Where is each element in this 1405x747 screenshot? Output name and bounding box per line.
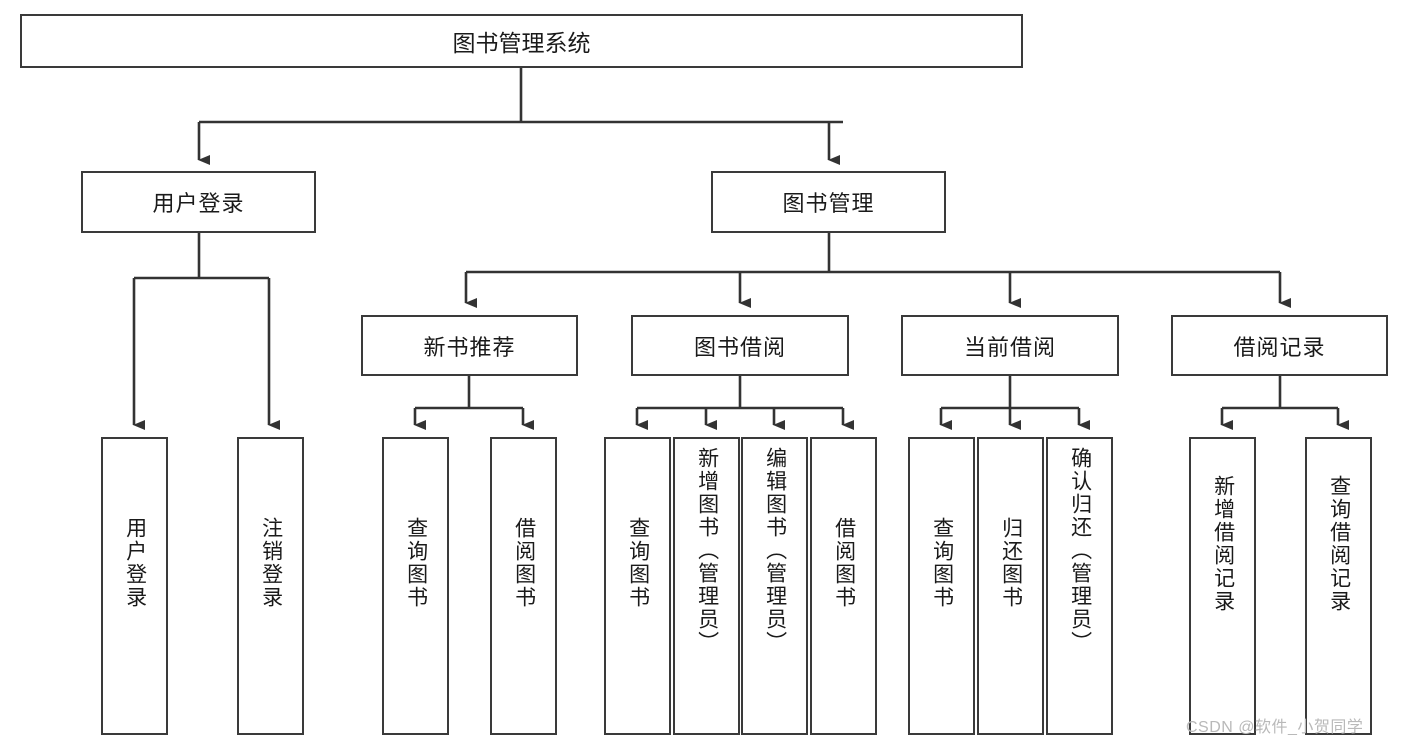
node-borrow-record[interactable]: 借阅记录 bbox=[1171, 315, 1388, 376]
node-borrow-record-label: 借阅记录 bbox=[1233, 334, 1326, 360]
leaf-user-login[interactable]: 用户登录 bbox=[101, 437, 168, 735]
leaf-query-book-1[interactable]: 查询图书 bbox=[382, 437, 449, 735]
leaf-borrow-book-1[interactable]: 借阅图书 bbox=[490, 437, 557, 735]
leaf-return-book-label: 归还图书 bbox=[999, 517, 1023, 609]
leaf-logout-label: 注销登录 bbox=[259, 517, 283, 609]
node-current-borrow[interactable]: 当前借阅 bbox=[901, 315, 1119, 376]
leaf-borrow-book-2-label: 借阅图书 bbox=[832, 517, 856, 609]
leaf-confirm-return-admin-label: 确认归还（管理员） bbox=[1068, 447, 1092, 654]
leaf-user-login-label: 用户登录 bbox=[123, 517, 147, 609]
leaf-query-book-3-label: 查询图书 bbox=[930, 517, 954, 609]
leaf-edit-book-admin-label: 编辑图书（管理员） bbox=[763, 447, 787, 654]
node-root-label: 图书管理系统 bbox=[452, 30, 591, 56]
leaf-query-borrow-record[interactable]: 查询借阅记录 bbox=[1305, 437, 1372, 735]
node-new-book-rec[interactable]: 新书推荐 bbox=[361, 315, 578, 376]
leaf-add-borrow-record-label: 新增借阅记录 bbox=[1211, 475, 1235, 613]
leaf-add-book-admin[interactable]: 新增图书（管理员） bbox=[673, 437, 740, 735]
leaf-confirm-return-admin[interactable]: 确认归还（管理员） bbox=[1046, 437, 1113, 735]
node-book-manage-label: 图书管理 bbox=[782, 191, 875, 216]
node-user-login-label: 用户登录 bbox=[152, 191, 245, 216]
leaf-query-borrow-record-label: 查询借阅记录 bbox=[1327, 475, 1351, 613]
leaf-query-book-1-label: 查询图书 bbox=[404, 517, 428, 609]
leaf-query-book-2-label: 查询图书 bbox=[626, 517, 650, 609]
leaf-edit-book-admin[interactable]: 编辑图书（管理员） bbox=[741, 437, 808, 735]
leaf-add-book-admin-label: 新增图书（管理员） bbox=[695, 447, 719, 654]
leaf-add-borrow-record[interactable]: 新增借阅记录 bbox=[1189, 437, 1256, 735]
leaf-query-book-2[interactable]: 查询图书 bbox=[604, 437, 671, 735]
leaf-borrow-book-2[interactable]: 借阅图书 bbox=[810, 437, 877, 735]
leaf-borrow-book-1-label: 借阅图书 bbox=[512, 517, 536, 609]
leaf-query-book-3[interactable]: 查询图书 bbox=[908, 437, 975, 735]
node-book-manage[interactable]: 图书管理 bbox=[711, 171, 946, 233]
node-current-borrow-label: 当前借阅 bbox=[963, 334, 1056, 360]
node-book-borrow-label: 图书借阅 bbox=[693, 334, 786, 360]
node-book-borrow[interactable]: 图书借阅 bbox=[631, 315, 849, 376]
leaf-return-book[interactable]: 归还图书 bbox=[977, 437, 1044, 735]
leaf-logout[interactable]: 注销登录 bbox=[237, 437, 304, 735]
node-root[interactable]: 图书管理系统 bbox=[20, 14, 1023, 68]
node-user-login[interactable]: 用户登录 bbox=[81, 171, 316, 233]
node-new-book-rec-label: 新书推荐 bbox=[423, 334, 516, 360]
csdn-watermark: CSDN @软件_小贺同学 bbox=[1186, 719, 1364, 736]
